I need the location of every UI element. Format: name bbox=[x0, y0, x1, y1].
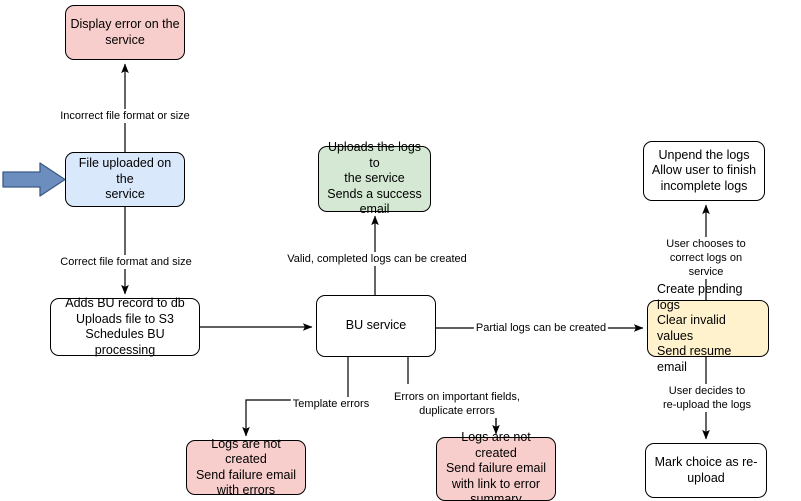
node-uploads-logs-success[interactable]: Uploads the logs to the service Sends a … bbox=[318, 140, 431, 216]
edge-label-correct-file-format: Correct file format and size bbox=[58, 255, 194, 269]
edge-label-incorrect-file-format: Incorrect file format or size bbox=[58, 109, 192, 123]
edge-label-valid-completed-logs: Valid, completed logs can be created bbox=[285, 252, 469, 266]
edge-label-user-chooses-correct-logs: User chooses to correct logs on service bbox=[658, 237, 754, 279]
edge-label-user-decides-reupload: User decides to re-upload the logs bbox=[660, 384, 754, 412]
node-display-error[interactable]: Display error on the service bbox=[65, 5, 185, 60]
node-file-uploaded-on-the-service[interactable]: File uploaded on the service bbox=[65, 152, 185, 207]
node-logs-not-created-with-errors[interactable]: Logs are not created Send failure email … bbox=[186, 437, 306, 497]
node-adds-bu-record[interactable]: Adds BU record to db Uploads file to S3 … bbox=[50, 296, 200, 357]
node-bu-service[interactable]: BU service bbox=[316, 295, 436, 357]
edge-label-errors-important-fields: Errors on important fields, duplicate er… bbox=[392, 390, 522, 418]
edge-label-template-errors: Template errors bbox=[290, 397, 372, 411]
node-mark-choice-as-reupload[interactable]: Mark choice as re- upload bbox=[645, 443, 767, 498]
input-block-arrow-icon bbox=[2, 162, 66, 197]
node-logs-not-created-error-summary[interactable]: Logs are not created Send failure email … bbox=[436, 430, 556, 501]
node-create-pending-logs[interactable]: Create pending logs Clear invalid values… bbox=[647, 282, 769, 374]
edge-label-partial-logs: Partial logs can be created bbox=[473, 321, 609, 335]
node-unpend-logs[interactable]: Unpend the logs Allow user to finish inc… bbox=[643, 141, 765, 201]
